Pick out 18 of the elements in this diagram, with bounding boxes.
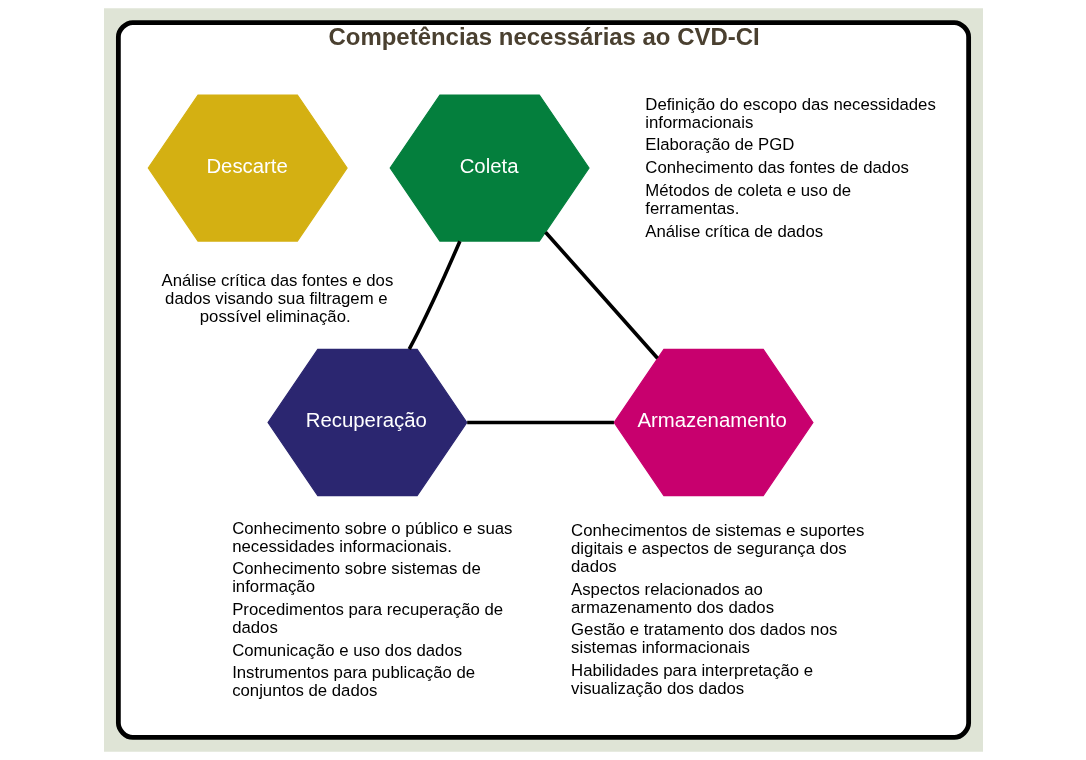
node-label: Elaboração de PGD [644,135,794,155]
node-label: Análise crítica de dados [644,221,823,241]
connector [407,240,462,350]
node-label: Métodos de coleta e uso de ferramentas. [644,180,851,218]
node-label: Conhecimento sobre o público e suas necessidades informacionais. [231,518,512,556]
node-label: Instrumentos para publicação de conjuntos de dados [231,663,475,701]
node-label: Gestão e tratamento dos dados nos sistemas informacionais [570,620,837,658]
node-label: Conhecimento das fontes de dados [644,158,909,178]
node-label: Definição do escopo das necessidades informacionais [644,94,936,132]
node-label: Análise crítica das fontes e dos dados visando sua filtragem e possível eliminação. [160,270,393,326]
node-label: Comunicação e uso dos dados [231,640,462,660]
node-label: Habilidades para interpretação e visualização dos dados [570,661,813,698]
node-label: Conhecimentos de sistemas e suportes digitais e aspectos de segurança dos dados [570,520,864,576]
node-label: Conhecimento sobre sistemas de informação [231,559,481,597]
node-label: Procedimentos para recuperação de dados [231,599,503,637]
connector [466,420,614,425]
connector [543,231,659,360]
node-label: Aspectos relacionados ao armazenamento dos dados [570,579,774,617]
